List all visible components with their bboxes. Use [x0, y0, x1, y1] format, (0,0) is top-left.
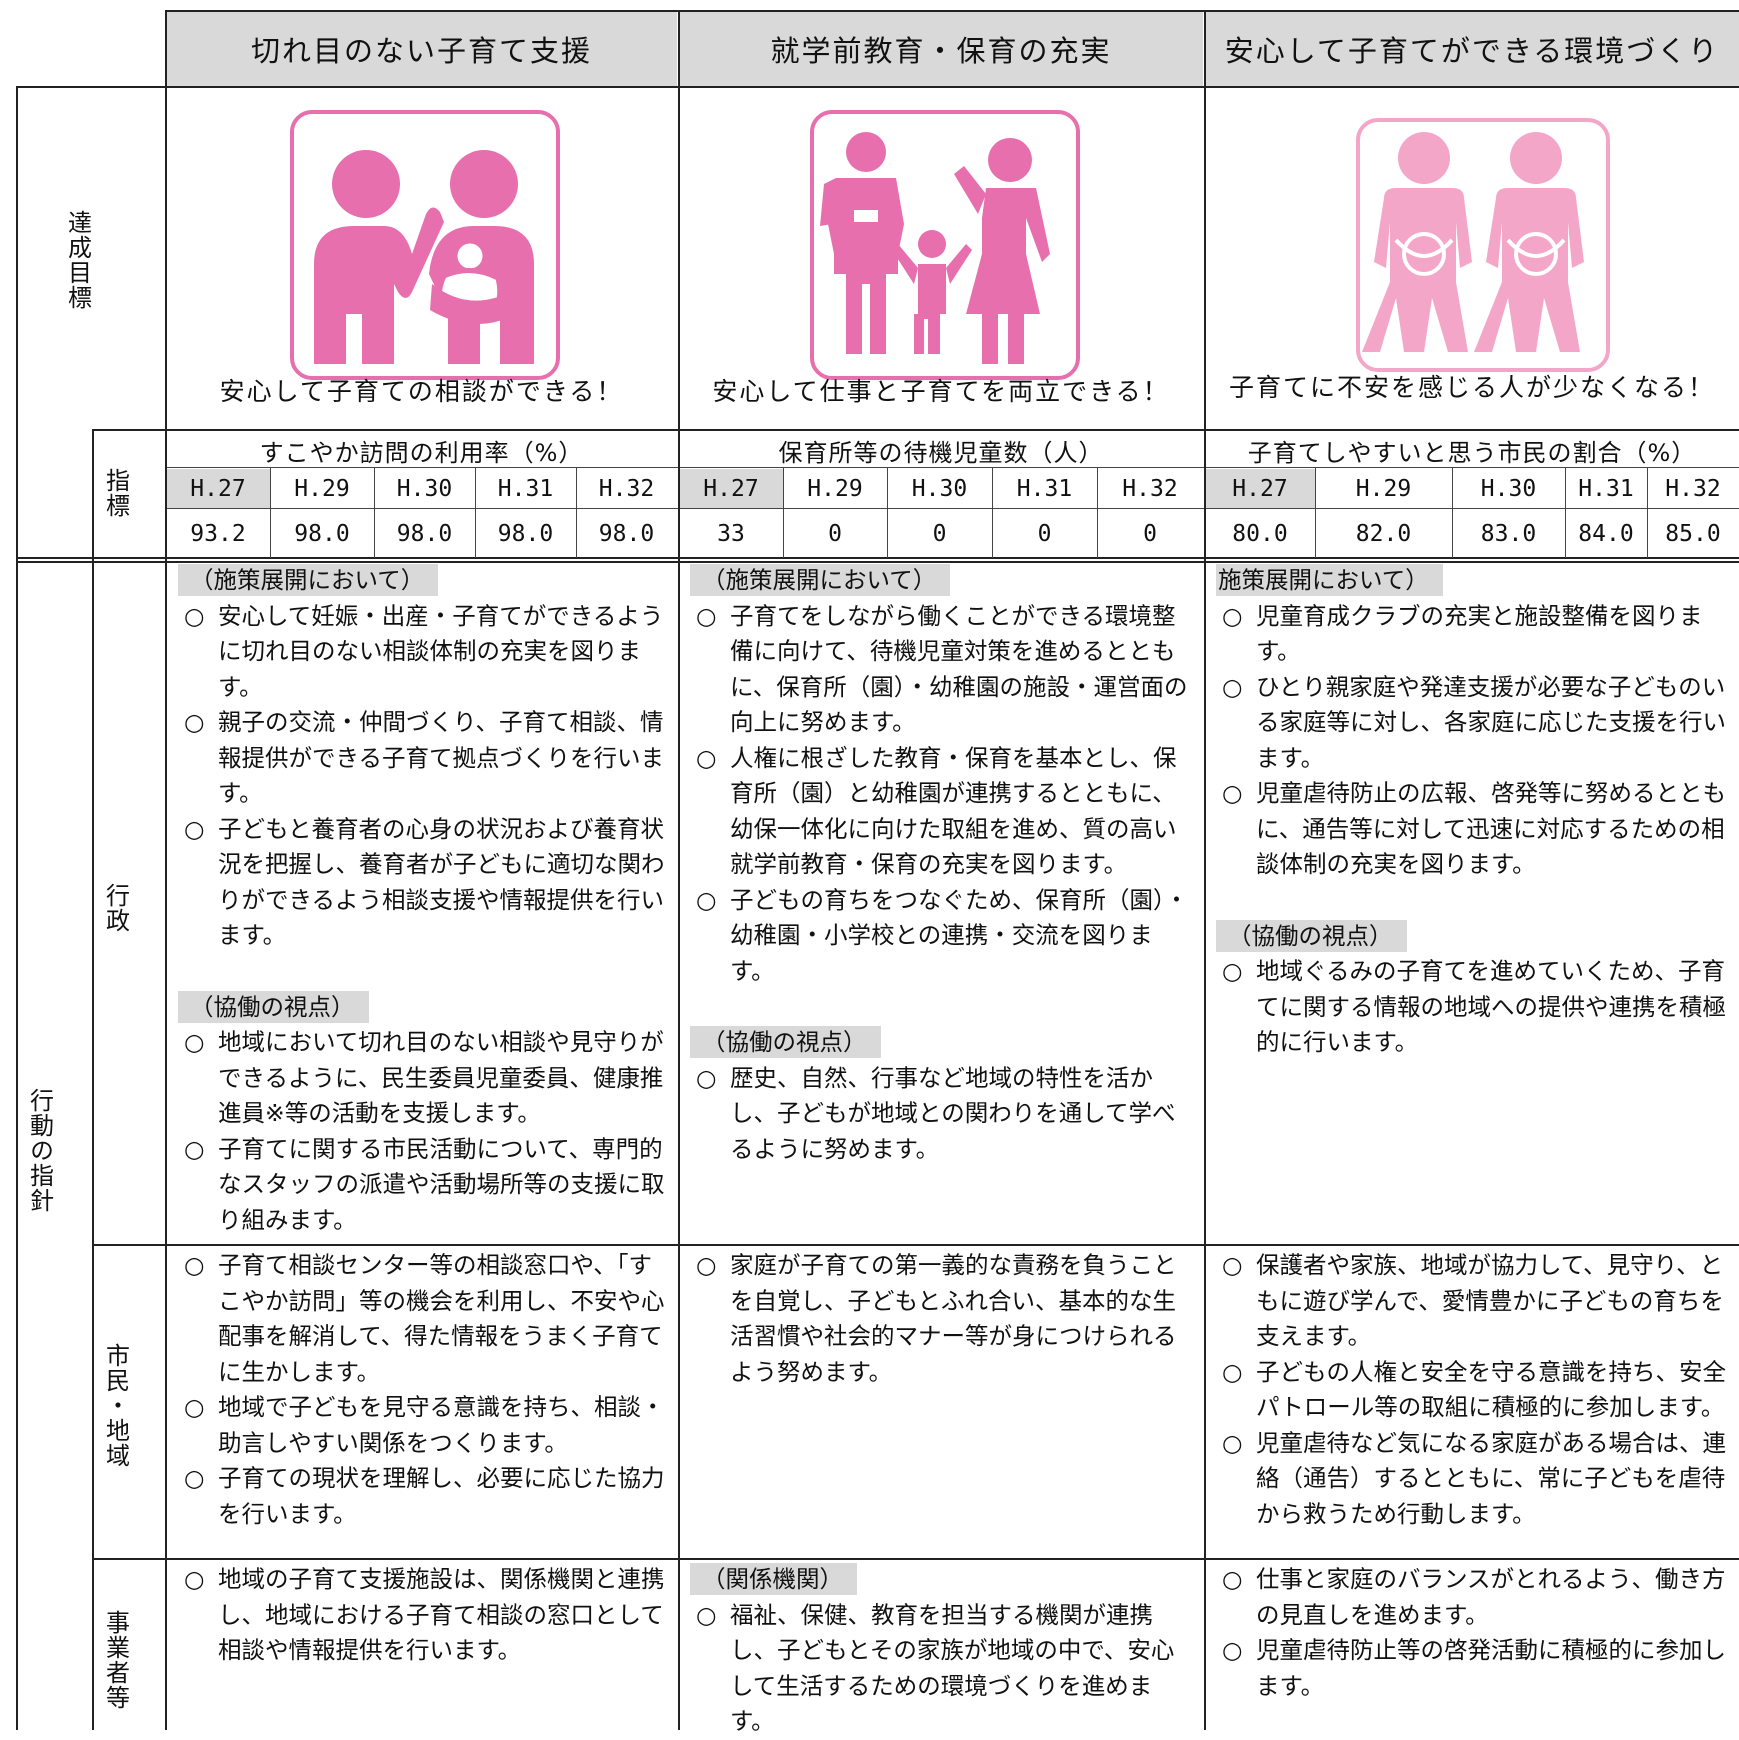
indicator-year-cell: H.30	[1480, 475, 1537, 502]
indicator-value-cell: 0	[932, 521, 947, 547]
list-item: 仕事と家庭のバランスがとれるよう、働き方の見直しを進めます。	[1216, 1562, 1738, 1633]
list-item: 地域の子育て支援施設は、関係機関と連携し、地域における子育て相談の窓口として相談…	[178, 1562, 668, 1669]
list-item: 子育てに関する市民活動について、専門的なスタッフの派遣や活動場所等の支援に取り組…	[178, 1132, 668, 1239]
indicator-year-cell: H.30	[911, 475, 968, 502]
indicator-year-cell: H.27	[166, 469, 270, 508]
admin-block-2: （施策展開において） 子育てをしながら働くことができる環境整備に向けて、待機児童…	[690, 563, 1196, 1167]
citizen-block-2: 家庭が子育ての第一義的な責務を負うことを自覚し、子どもとふれ合い、基本的な生活習…	[690, 1248, 1196, 1390]
indicator-year-cell: H.27	[679, 469, 783, 508]
indicator-value-cell: 0	[828, 521, 842, 547]
indicator-value-cell: 80.0	[1232, 521, 1288, 547]
indicator-value-cell: 82.0	[1355, 521, 1412, 547]
row-label-indicator: 指標	[101, 468, 130, 518]
indicator-value-cell: 84.0	[1578, 521, 1634, 547]
business-block-2: （関係機関） 福祉、保健、教育を担当する機関が連携し、子どもとその家族が地域の中…	[690, 1562, 1196, 1740]
column-header-3: 安心して子育てができる環境づくり	[1205, 11, 1739, 87]
indicator-year-cell: H.31	[497, 475, 554, 502]
indicator-title-2: 保育所等の待機児童数（人）	[778, 439, 1104, 467]
goal-caption-3: 子育てに不安を感じる人が少なくなる！	[1228, 373, 1715, 402]
list-item: 児童育成クラブの充実と施設整備を図ります。	[1216, 599, 1738, 670]
indicator-title-3: 子育てしやすいと思う市民の割合（%）	[1247, 439, 1697, 467]
indicator-value-cell: 98.0	[396, 521, 453, 547]
list-item: 児童虐待防止の広報、啓発等に努めるとともに、通告等に対して迅速に対応するための相…	[1216, 776, 1738, 883]
list-item: 子育て相談センター等の相談窓口や、「すこやか訪問」等の機会を利用し、不安や心配事…	[178, 1248, 668, 1390]
list-item: 地域で子どもを見守る意識を持ち、相談・助言しやすい関係をつくります。	[178, 1390, 668, 1461]
list-item: 子育ての現状を理解し、必要に応じた協力を行います。	[178, 1461, 668, 1532]
family-with-child-icon	[810, 110, 1080, 380]
citizen-block-3: 保護者や家族、地域が協力して、見守り、ともに遊び学んで、愛情豊かに子どもの育ちを…	[1216, 1248, 1738, 1532]
pregnant-women-icon	[1356, 118, 1610, 372]
list-item: 児童虐待防止等の啓発活動に積極的に参加します。	[1216, 1633, 1738, 1704]
list-item: 保護者や家族、地域が協力して、見守り、ともに遊び学んで、愛情豊かに子どもの育ちを…	[1216, 1248, 1738, 1355]
indicator-value-cell: 98.0	[294, 521, 350, 547]
list-item: ひとり親家庭や発達支援が必要な子どものいる家庭等に対し、各家庭に応じた支援を行い…	[1216, 670, 1738, 777]
list-item: 家庭が子育ての第一義的な責務を負うことを自覚し、子どもとふれ合い、基本的な生活習…	[690, 1248, 1196, 1390]
indicator-year-cell: H.32	[1122, 475, 1178, 502]
row-label-business: 事業者等	[101, 1610, 130, 1710]
goal-caption-2: 安心して仕事と子育てを両立できる！	[712, 377, 1170, 406]
indicator-year-cell: H.31	[1016, 475, 1073, 502]
admin-block-3: 施策展開において） 児童育成クラブの充実と施設整備を図ります。 ひとり親家庭や発…	[1216, 563, 1738, 1061]
list-item: 子どもの人権と安全を守る意識を持ち、安全パトロール等の取組に積極的に参加します。	[1216, 1355, 1738, 1426]
indicator-year-cell: H.29	[1355, 475, 1412, 502]
goal-caption-1: 安心して子育ての相談ができる！	[219, 377, 624, 406]
indicator-value-cell: 83.0	[1480, 521, 1537, 547]
admin-tag: （協働の視点）	[1216, 919, 1407, 952]
list-item: 安心して妊娠・出産・子育てができるように切れ目のない相談体制の充実を図ります。	[178, 599, 668, 706]
indicator-value-cell: 85.0	[1665, 521, 1721, 547]
list-item: 子どもと養育者の心身の状況および養育状況を把握し、養育者が子どもに適切な関わりが…	[178, 812, 668, 954]
list-item: 児童虐待など気になる家庭がある場合は、連絡（通告）するとともに、常に子どもを虐待…	[1216, 1426, 1738, 1533]
list-item: 地域において切れ目のない相談や見守りができるように、民生委員児童委員、健康推進員…	[178, 1025, 668, 1132]
column-header-1: 切れ目のない子育て支援	[166, 11, 677, 87]
list-item: 福祉、保健、教育を担当する機関が連携し、子どもとその家族が地域の中で、安心して生…	[690, 1598, 1196, 1740]
citizen-block-1: 子育て相談センター等の相談窓口や、「すこやか訪問」等の機会を利用し、不安や心配事…	[178, 1248, 668, 1532]
admin-tag: （協働の視点）	[690, 1026, 881, 1058]
indicator-year-cell: H.31	[1578, 475, 1634, 502]
admin-tag: 施策展開において）	[1216, 564, 1443, 596]
indicator-year-cell: H.27	[1205, 469, 1315, 508]
indicator-year-cell: H.29	[294, 475, 350, 502]
business-tag: （関係機関）	[690, 1563, 857, 1595]
admin-tag: （施策展開において）	[690, 564, 951, 596]
indicator-value-cell: 0	[1037, 521, 1052, 547]
indicator-title-1: すこやか訪問の利用率（%）	[259, 439, 584, 467]
business-block-3: 仕事と家庭のバランスがとれるよう、働き方の見直しを進めます。 児童虐待防止等の啓…	[1216, 1562, 1738, 1704]
indicator-year-cell: H.32	[1665, 475, 1721, 502]
list-item: 地域ぐるみの子育てを進めていくため、子育てに関する情報の地域への提供や連携を積極…	[1216, 954, 1738, 1061]
list-item: 歴史、自然、行事など地域の特性を活かし、子どもが地域との関わりを通して学べるよう…	[690, 1061, 1196, 1168]
admin-block-1: （施策展開において） 安心して妊娠・出産・子育てができるように切れ目のない相談体…	[178, 563, 668, 1238]
indicator-value-cell: 98.0	[598, 521, 655, 547]
parent-holding-baby-icon	[290, 110, 560, 380]
indicator-year-cell: H.29	[807, 475, 863, 502]
list-item: 親子の交流・仲間づくり、子育て相談、情報提供ができる子育て拠点づくりを行います。	[178, 705, 668, 812]
indicator-value-cell: 33	[717, 521, 745, 547]
business-block-1: 地域の子育て支援施設は、関係機関と連携し、地域における子育て相談の窓口として相談…	[178, 1562, 668, 1669]
list-item: 子育てをしながら働くことができる環境整備に向けて、待機児童対策を進めるとともに、…	[690, 599, 1196, 741]
indicator-value-cell: 0	[1143, 521, 1157, 547]
admin-tag: （施策展開において）	[178, 564, 439, 596]
row-label-guideline: 行動の指針	[25, 1087, 54, 1213]
indicator-value-cell: 98.0	[497, 521, 554, 547]
column-header-2: 就学前教育・保育の充実	[679, 11, 1203, 87]
row-label-admin: 行政	[101, 883, 130, 933]
admin-tag: （協働の視点）	[178, 990, 369, 1023]
list-item: 人権に根ざした教育・保育を基本とし、保育所（園）と幼稚園が連携するとともに、幼保…	[690, 741, 1196, 883]
indicator-year-cell: H.32	[598, 475, 655, 502]
list-item: 子どもの育ちをつなぐため、保育所（園）・幼稚園・小学校との連携・交流を図ります。	[690, 883, 1196, 990]
indicator-value-cell: 93.2	[190, 521, 246, 547]
row-label-citizen: 市民・地域	[101, 1342, 130, 1468]
row-label-goal: 達成目標	[63, 210, 92, 310]
indicator-year-cell: H.30	[396, 475, 453, 502]
